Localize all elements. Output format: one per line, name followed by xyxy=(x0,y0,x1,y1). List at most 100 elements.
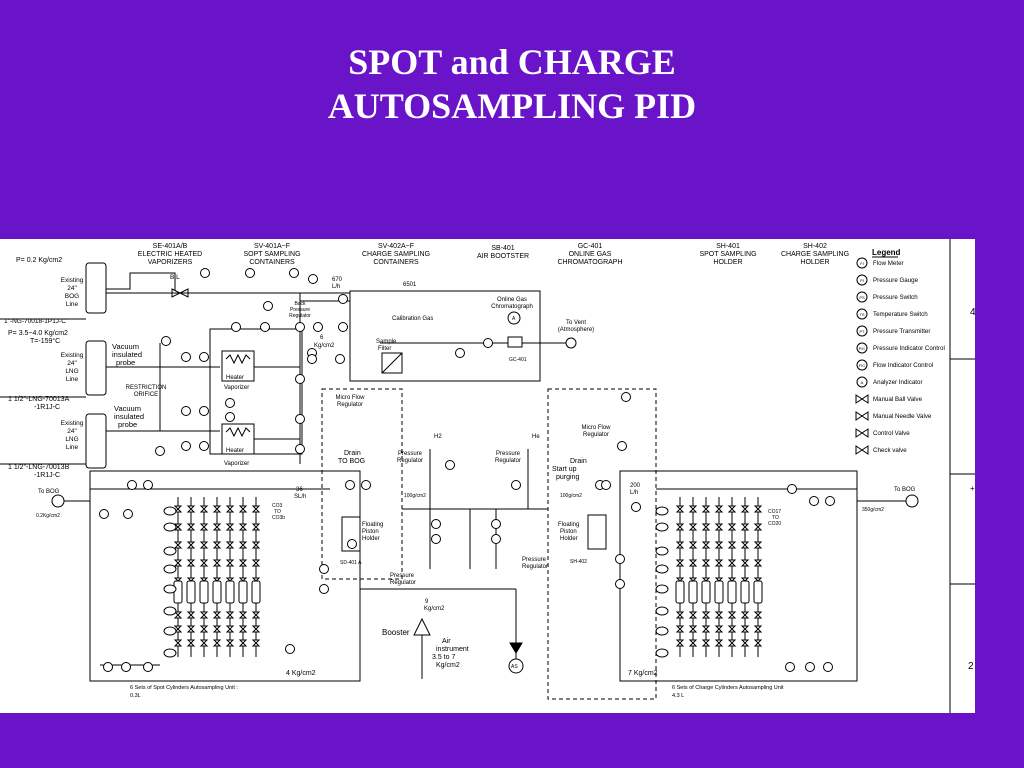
valve-icon xyxy=(212,639,222,647)
pid-diagram: SE-401A/B ELECTRIC HEATED VAPORIZERS SV-… xyxy=(0,239,975,713)
pressure-regulator-3: Pressure Regulator xyxy=(390,573,416,586)
lng-line-1-tag: 1 1/2"-LNG-70013A xyxy=(8,396,70,403)
instrument-bubble xyxy=(123,509,133,519)
svg-text:Floating: Floating xyxy=(362,522,383,528)
valve-icon xyxy=(238,639,248,647)
valve-icon xyxy=(701,611,711,619)
kg-7: 7 Kg/cm2 xyxy=(628,670,658,677)
valve-icon xyxy=(701,639,711,647)
instrument-bubble xyxy=(483,338,493,348)
valve-icon xyxy=(251,541,261,549)
svg-text:Vaporizer: Vaporizer xyxy=(224,461,249,467)
svg-text:Drain: Drain xyxy=(344,450,361,457)
legend-symbol xyxy=(856,291,868,303)
svg-text:Regulator: Regulator xyxy=(522,564,548,570)
svg-text:TO: TO xyxy=(274,509,281,515)
svg-text:RESTRICTION: RESTRICTION xyxy=(126,385,167,391)
cylinder-column xyxy=(212,497,222,657)
legend-symbol xyxy=(856,308,868,320)
kg-4: 4 Kg/cm2 xyxy=(286,670,316,677)
svg-text:24": 24" xyxy=(67,360,77,367)
legend-symbol xyxy=(856,342,868,354)
title-line-2: AUTOSAMPLING PID xyxy=(327,86,697,126)
instrument-bubble xyxy=(823,662,833,672)
svg-text:Regulator: Regulator xyxy=(495,458,521,464)
gc401-tag: GC-401 xyxy=(509,357,527,363)
valve-icon xyxy=(688,505,698,513)
air-instrument-label: Air instrument 3.5 to 7 Kg/cm2 xyxy=(432,638,469,669)
valve-icon xyxy=(740,639,750,647)
valve-icon xyxy=(225,523,235,531)
svg-text:Line: Line xyxy=(66,301,79,308)
header-tag: GC-401 xyxy=(578,243,603,250)
instrument-bubble xyxy=(621,392,631,402)
svg-text:Holder: Holder xyxy=(362,536,380,542)
header-desc: SOPT SAMPLING xyxy=(243,251,300,258)
inlet-section: P= 0.2 Kg/cm2 Existing 24" BOG Line 1"-N… xyxy=(0,257,220,479)
svg-text:Vacuum: Vacuum xyxy=(112,342,139,351)
kg-9: 9 xyxy=(425,599,429,605)
restriction-orifice-label: RESTRICTION ORIFICE xyxy=(126,385,167,398)
valve-icon xyxy=(753,559,763,567)
valve-icon xyxy=(675,611,685,619)
instrument-bubble xyxy=(491,534,501,544)
instrument-bubble xyxy=(181,441,191,451)
booster-label: Booster xyxy=(382,628,410,637)
valve-icon xyxy=(675,559,685,567)
svg-text:L/h: L/h xyxy=(630,490,638,496)
tag-bubble xyxy=(655,606,669,616)
valve-icon xyxy=(186,611,196,619)
probe-1-label: Vacuum insulated probe xyxy=(112,342,142,367)
valve-icon xyxy=(186,639,196,647)
legend-item: Check valve xyxy=(855,445,907,455)
cylinder xyxy=(186,580,196,604)
svg-text:Regulator: Regulator xyxy=(289,313,311,319)
svg-text:Kg/cm2: Kg/cm2 xyxy=(424,606,445,612)
valve-icon xyxy=(740,523,750,531)
svg-text:Micro Flow: Micro Flow xyxy=(335,395,365,401)
valve-icon xyxy=(212,611,222,619)
instrument-bubble xyxy=(225,398,235,408)
svg-text:Pressure: Pressure xyxy=(496,451,521,457)
to-bog-right: To BOG xyxy=(894,487,916,493)
instrument-bubble xyxy=(431,534,441,544)
header-tag: SV-402A~F xyxy=(378,243,414,250)
instrument-bubble xyxy=(805,662,815,672)
instrument-bubble xyxy=(245,268,255,278)
he-label: He xyxy=(532,434,540,440)
svg-text:Heater: Heater xyxy=(226,448,244,454)
svg-text:Online Gas: Online Gas xyxy=(497,297,527,303)
legend-label: Pressure Switch xyxy=(873,294,918,301)
valve-icon xyxy=(173,639,183,647)
cylinder-column xyxy=(199,497,209,657)
header-tag: SB-401 xyxy=(491,245,514,252)
charge-sampling-unit: Micro Flow Regulator Drain Start up purg… xyxy=(547,388,919,700)
legend-label: Flow Meter xyxy=(873,260,904,267)
instrument-bubble xyxy=(347,539,357,549)
svg-text:Pressure: Pressure xyxy=(290,307,310,313)
header-desc: HOLDER xyxy=(800,259,829,266)
valve-icon xyxy=(714,541,724,549)
instrument-bubble xyxy=(121,662,131,672)
valve-icon xyxy=(238,523,248,531)
svg-text:Piston: Piston xyxy=(362,529,379,535)
cylinder-column xyxy=(225,497,235,657)
valve-icon xyxy=(753,505,763,513)
valve-icon xyxy=(186,559,196,567)
svg-text:AS: AS xyxy=(511,664,518,670)
legend-label: Pressure Gauge xyxy=(873,277,919,284)
header-desc: HOLDER xyxy=(713,259,742,266)
co-left-label: CO3 TO CO3b xyxy=(272,503,285,521)
svg-text:24": 24" xyxy=(67,428,77,435)
valve-icon xyxy=(238,559,248,567)
edge-mark: 4 xyxy=(970,307,975,318)
svg-text:4.3 L: 4.3 L xyxy=(672,693,684,699)
vaporizer-label: Vaporizer xyxy=(224,385,249,391)
valve-icon xyxy=(251,559,261,567)
legend-symbol-text: TS xyxy=(859,312,864,317)
instrument-bubble xyxy=(295,374,305,384)
kg100-left: 100g/cm2 xyxy=(404,493,426,499)
flow-200: 200 xyxy=(630,483,641,489)
